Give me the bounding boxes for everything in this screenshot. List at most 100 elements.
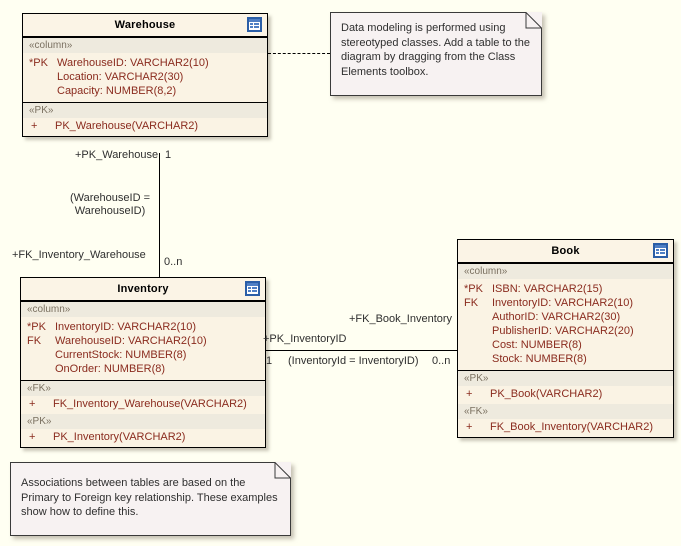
column-key: *PK <box>464 283 483 295</box>
association-line-inventory-book[interactable] <box>266 350 457 351</box>
column-list: *PK WarehouseID: VARCHAR2(10) Location: … <box>23 53 267 102</box>
operation-text: PK_Inventory(VARCHAR2) <box>53 431 186 443</box>
column-key: FK <box>464 297 479 309</box>
column-text: Capacity: NUMBER(8,2) <box>57 85 177 97</box>
table-icon <box>653 243 668 258</box>
association-line-warehouse-inventory[interactable] <box>159 153 160 277</box>
column-text: OnOrder: NUMBER(8) <box>55 363 166 375</box>
column-key <box>25 348 55 362</box>
column-row[interactable]: OnOrder: NUMBER(8) <box>25 362 261 376</box>
stereotype-fk: «FK» <box>458 404 673 419</box>
column-text: Stock: NUMBER(8) <box>492 353 587 365</box>
column-text: Cost: NUMBER(8) <box>492 339 582 351</box>
association-target-role-inventory: +FK_Inventory_Warehouse <box>12 249 146 261</box>
columns-compartment: «column» *PK ISBN: VARCHAR2(15) FK Inven… <box>458 264 673 371</box>
operation-row[interactable]: + PK_Book(VARCHAR2) <box>458 386 673 404</box>
column-row[interactable]: Stock: NUMBER(8) <box>462 352 669 366</box>
column-row[interactable]: *PK WarehouseID: VARCHAR2(10) <box>27 56 263 70</box>
operation-visibility: + <box>31 120 38 132</box>
operation-row[interactable]: + FK_Book_Inventory(VARCHAR2) <box>458 419 673 437</box>
uml-class-inventory[interactable]: Inventory «column» *PK InventoryID: VARC… <box>20 277 266 448</box>
class-header-warehouse[interactable]: Warehouse <box>23 14 267 38</box>
table-icon <box>245 281 260 296</box>
note-associations[interactable]: Associations between tables are based on… <box>10 462 291 536</box>
association-source-role-inventory: +PK_InventoryID <box>263 333 347 345</box>
note-anchor-line <box>268 53 330 54</box>
column-row[interactable]: PublisherID: VARCHAR2(20) <box>462 324 669 338</box>
columns-compartment: «column» *PK InventoryID: VARCHAR2(10) F… <box>21 302 265 381</box>
class-title: Inventory <box>117 283 169 295</box>
stereotype-pk: «PK» <box>458 371 673 386</box>
note-shape <box>10 462 291 536</box>
operation-text: FK_Book_Inventory(VARCHAR2) <box>490 421 654 433</box>
uml-class-warehouse[interactable]: Warehouse «column» *PK WarehouseID: VARC… <box>22 13 268 137</box>
operations-compartment: «PK» + PK_Warehouse(VARCHAR2) <box>23 103 267 136</box>
note-text: Data modeling is performed using stereot… <box>341 22 530 78</box>
note-shape <box>330 12 542 96</box>
stereotype-pk: «PK» <box>21 414 265 429</box>
column-row[interactable]: Cost: NUMBER(8) <box>462 338 669 352</box>
column-text: InventoryID: VARCHAR2(10) <box>492 297 634 309</box>
association-join-expression-warehouse-inventory: (WarehouseID = WarehouseID) <box>70 192 150 217</box>
operation-visibility: + <box>29 431 36 443</box>
association-source-role-warehouse: +PK_Warehouse <box>75 149 159 161</box>
uml-class-book[interactable]: Book «column» *PK ISBN: VARCHAR2(15) FK … <box>457 239 674 438</box>
operation-row[interactable]: + FK_Inventory_Warehouse(VARCHAR2) <box>21 396 265 414</box>
column-key <box>462 310 492 324</box>
association-source-multiplicity-inventory: 1 <box>266 355 273 367</box>
column-key <box>27 70 57 84</box>
operation-visibility: + <box>29 398 36 410</box>
operation-row[interactable]: + PK_Inventory(VARCHAR2) <box>21 429 265 447</box>
note-data-modeling[interactable]: Data modeling is performed using stereot… <box>330 12 542 96</box>
column-key: *PK <box>27 321 46 333</box>
stereotype-pk: «PK» <box>23 103 267 118</box>
column-key: *PK <box>29 57 48 69</box>
stereotype-column: «column» <box>458 264 673 279</box>
column-row[interactable]: CurrentStock: NUMBER(8) <box>25 348 261 362</box>
column-text: WarehouseID: VARCHAR2(10) <box>57 57 209 69</box>
operations-compartment: «PK» + PK_Book(VARCHAR2) «FK» + FK_Book_… <box>458 371 673 437</box>
column-list: *PK InventoryID: VARCHAR2(10) FK Warehou… <box>21 317 265 380</box>
column-list: *PK ISBN: VARCHAR2(15) FK InventoryID: V… <box>458 279 673 370</box>
operation-visibility: + <box>466 388 473 400</box>
association-target-role-book: +FK_Book_Inventory <box>349 313 453 325</box>
columns-compartment: «column» *PK WarehouseID: VARCHAR2(10) L… <box>23 38 267 103</box>
operation-text: PK_Book(VARCHAR2) <box>490 388 603 400</box>
association-target-multiplicity-book: 0..n <box>432 355 451 367</box>
class-title: Book <box>551 245 580 257</box>
column-key <box>462 324 492 338</box>
column-row[interactable]: *PK InventoryID: VARCHAR2(10) <box>25 320 261 334</box>
column-text: AuthorID: VARCHAR2(30) <box>492 311 621 323</box>
column-key: FK <box>27 335 42 347</box>
association-source-multiplicity-warehouse: 1 <box>165 149 172 161</box>
column-text: ISBN: VARCHAR2(15) <box>492 283 603 295</box>
column-text: InventoryID: VARCHAR2(10) <box>55 321 197 333</box>
column-row[interactable]: *PK ISBN: VARCHAR2(15) <box>462 282 669 296</box>
column-key <box>462 338 492 352</box>
association-join-expression-inventory-book: (InventoryId = InventoryID) <box>288 355 419 367</box>
operation-text: PK_Warehouse(VARCHAR2) <box>55 120 199 132</box>
note-text: Associations between tables are based on… <box>21 477 278 518</box>
column-row[interactable]: FK WarehouseID: VARCHAR2(10) <box>25 334 261 348</box>
operations-compartment: «FK» + FK_Inventory_Warehouse(VARCHAR2) … <box>21 381 265 447</box>
stereotype-column: «column» <box>23 38 267 53</box>
column-text: CurrentStock: NUMBER(8) <box>55 349 187 361</box>
class-header-inventory[interactable]: Inventory <box>21 278 265 302</box>
column-row[interactable]: Capacity: NUMBER(8,2) <box>27 84 263 98</box>
column-text: WarehouseID: VARCHAR2(10) <box>55 335 207 347</box>
operation-row[interactable]: + PK_Warehouse(VARCHAR2) <box>23 118 267 136</box>
column-row[interactable]: AuthorID: VARCHAR2(30) <box>462 310 669 324</box>
column-key <box>27 84 57 98</box>
association-target-multiplicity-inventory: 0..n <box>164 256 183 268</box>
column-row[interactable]: Location: VARCHAR2(30) <box>27 70 263 84</box>
column-key <box>25 362 55 376</box>
column-row[interactable]: FK InventoryID: VARCHAR2(10) <box>462 296 669 310</box>
column-text: PublisherID: VARCHAR2(20) <box>492 325 634 337</box>
class-header-book[interactable]: Book <box>458 240 673 264</box>
table-icon <box>247 17 262 32</box>
stereotype-column: «column» <box>21 302 265 317</box>
stereotype-fk: «FK» <box>21 381 265 396</box>
operation-visibility: + <box>466 421 473 433</box>
column-text: Location: VARCHAR2(30) <box>57 71 184 83</box>
